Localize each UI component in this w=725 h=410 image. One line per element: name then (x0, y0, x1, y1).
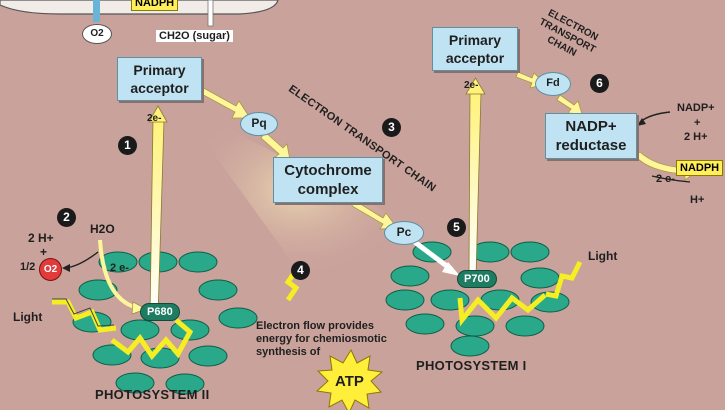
arrow-pc-to-p700 (410, 238, 454, 272)
photosystem-i-antenna (385, 241, 570, 357)
p680-reaction-center: P680 (140, 303, 180, 321)
arrow-pc-to-p700-head (442, 262, 460, 276)
ps1-light-label: Light (588, 249, 618, 263)
chlorophyll (510, 241, 550, 263)
atp-text-line3: synthesis of (256, 346, 321, 358)
nadph-output: NADPH (676, 160, 724, 176)
ps2-primary-acceptor-line2: acceptor (130, 80, 189, 96)
step-5: 5 (447, 218, 466, 237)
step-1: 1 (118, 136, 137, 155)
ps2-light-label: Light (13, 310, 43, 324)
ferredoxin: Fd (535, 72, 571, 96)
arrow-nadp-in (639, 111, 671, 123)
electron-beam-ps2-head (148, 105, 168, 123)
etc-arrows (197, 71, 698, 230)
reductase-line1: NADP+ (565, 118, 617, 135)
light-ps2-incoming (52, 299, 117, 333)
photosystem-ii-title: PHOTOSYSTEM II (95, 387, 210, 402)
etc2-two-e-label: 2 e- (656, 173, 675, 185)
ps2-electron-label: 2e- (147, 113, 162, 124)
chlorophyll (115, 372, 155, 394)
chlorophyll (218, 307, 258, 329)
electron-beam-ps2 (149, 119, 165, 317)
arrow-to-o2-head (62, 264, 70, 272)
ps1-primary-acceptor-line1: Primary (448, 32, 502, 48)
chlorophyll (390, 265, 430, 287)
ps2-two-h-label: 2 H+ (28, 231, 54, 245)
chlorophyll (198, 279, 238, 301)
o2-outflow-arrow (93, 0, 100, 22)
etc2-two-h-label: 2 H+ (684, 131, 708, 143)
arrow-to-o2 (65, 251, 99, 269)
atp-description: Electron flow provides energy for chemio… (256, 320, 387, 359)
arrow-water-to-p680-head (131, 301, 147, 315)
arrow-fd-to-reductase (556, 94, 583, 115)
chlorophyll (505, 315, 545, 337)
top-sugar-label: CH2O (sugar) (156, 30, 233, 42)
arrow-nadp-in-head (637, 118, 646, 126)
reductase-line2: reductase (555, 137, 627, 154)
step-3: 3 (382, 118, 401, 137)
atp-text-line2: energy for chemiosmotic (256, 333, 387, 345)
etc2-plus-label: + (694, 117, 701, 129)
chlorophyll (78, 279, 118, 301)
light-zigzag-outline (52, 298, 115, 327)
ps2-plus-label: + (40, 245, 48, 259)
step-4: 4 (291, 261, 310, 280)
cytochrome-line1: Cytochrome (284, 162, 372, 179)
photosystem-ii-antenna (72, 251, 258, 395)
ps2-half-label: 1/2 (20, 261, 36, 273)
ps1-electron-label: 2e- (464, 80, 479, 91)
light-ps2-zigzag (110, 318, 194, 361)
cytochrome-line2: complex (297, 181, 359, 198)
sugar-outflow-arrow (207, 0, 214, 27)
top-nadph-label: NADPH (131, 0, 179, 11)
step-2: 2 (57, 208, 76, 227)
ps2-two-e-label: 2 e- (110, 262, 129, 274)
h-out-label: H+ (690, 194, 705, 206)
atp-text-line1: Electron flow provides (256, 320, 374, 332)
light-ps1-incoming (545, 260, 583, 299)
top-o2-label: O2 (82, 24, 112, 44)
atp-burst (315, 348, 384, 410)
electron-beam-ps1-head (465, 77, 486, 95)
light-ps1-zigzag (457, 293, 547, 327)
photosystem-i-title: PHOTOSYSTEM I (416, 358, 527, 373)
ps2-primary-acceptor-line1: Primary (133, 62, 186, 78)
light-ps2-outline (52, 298, 115, 327)
ps1-primary-acceptor-line2: acceptor (445, 50, 505, 66)
chlorophyll (520, 267, 560, 289)
oxygen-molecule: O2 (39, 258, 62, 281)
ps1-primary-acceptor: Primary acceptor (432, 27, 518, 71)
chlorophyll (98, 251, 138, 273)
plastocyanin: Pc (384, 221, 424, 245)
step-6: 6 (590, 74, 609, 93)
water-label: H2O (90, 222, 115, 236)
p700-reaction-center: P700 (457, 270, 497, 288)
chlorophyll (178, 251, 218, 273)
chlorophyll (450, 335, 490, 357)
chlorophyll (188, 345, 228, 367)
chlorophyll (385, 289, 425, 311)
arrow-water-to-p680 (98, 239, 139, 310)
plastoquinone: Pq (240, 112, 278, 136)
chlorophyll (165, 373, 205, 395)
chlorophyll (405, 313, 445, 335)
nadp-in-label: NADP+ (677, 102, 715, 114)
arrow-2e-nadph (651, 175, 691, 183)
ps2-primary-acceptor: Primary acceptor (117, 57, 202, 101)
arrow-acceptor-to-pq (197, 85, 251, 119)
atp-label: ATP (335, 373, 364, 390)
nadp-reductase: NADP+ reductase (545, 113, 637, 159)
cytochrome-complex: Cytochrome complex (273, 157, 383, 203)
